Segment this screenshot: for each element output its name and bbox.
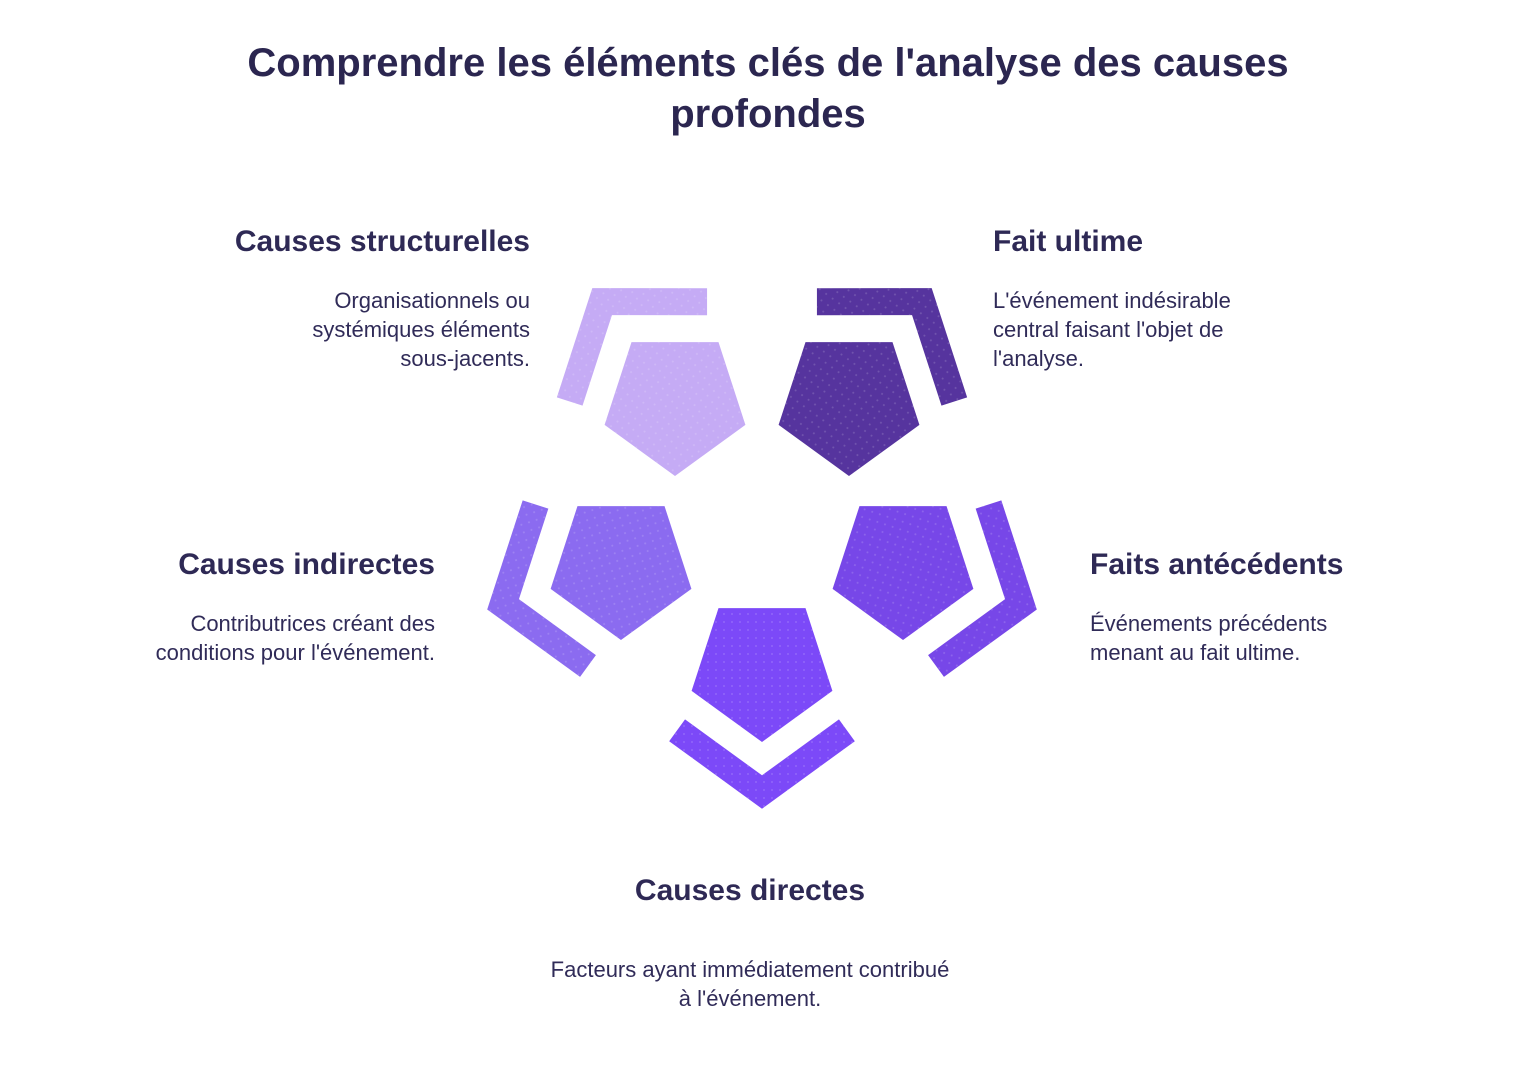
item-heading: Causes directes (634, 874, 866, 907)
item-causes-indirectes: Causes indirectes Contributrices créant … (125, 547, 435, 667)
pentagon-causes-indirectes (477, 467, 704, 685)
item-description: Événements précédents menant au fait ult… (1090, 611, 1328, 666)
item-fait-ultime: Fait ultime L'événement indésirable cent… (993, 224, 1333, 373)
pentagon-causes-structurelles (533, 252, 778, 501)
page-title: Comprendre les éléments clés de l'analys… (247, 41, 1289, 136)
pentagon-units (477, 252, 1047, 792)
item-description: L'événement indésirable central faisant … (993, 288, 1231, 372)
item-heading: Faits antécédents (1090, 548, 1344, 581)
item-description: Facteurs ayant immédiatement contribué à… (550, 957, 950, 1012)
pentagon-faits-antecedents (820, 467, 1047, 685)
item-causes-directes: Causes directes Facteurs ayant immédiate… (550, 873, 950, 1013)
item-heading: Fait ultime (993, 225, 1144, 258)
item-heading: Causes indirectes (178, 548, 435, 581)
pentagon-fait-ultime (745, 252, 990, 501)
item-faits-antecedents: Faits antécédents Événements précédents … (1090, 547, 1420, 667)
pentagon-causes-directes (677, 608, 847, 792)
item-description: Organisationnels ou systémiques éléments… (312, 288, 530, 372)
item-causes-structurelles: Causes structurelles Organisationnels ou… (158, 224, 530, 373)
item-heading: Causes structurelles (234, 225, 530, 258)
item-description: Contributrices créant des conditions pou… (155, 611, 435, 666)
